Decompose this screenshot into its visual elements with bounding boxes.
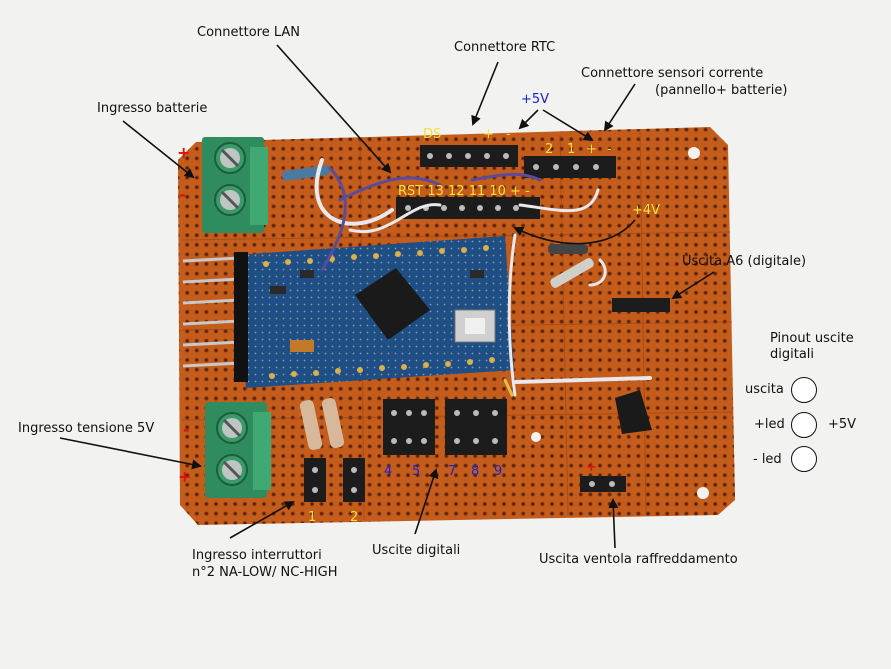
- mark-plus5v: +5V: [521, 92, 550, 107]
- mark-battery-minus: -: [179, 185, 186, 204]
- mark-out-4: 4: [384, 464, 393, 479]
- label-pinout-title: Pinout uscite: [770, 331, 854, 346]
- mark-out-8: 8: [471, 464, 480, 479]
- label-connettore-rtc: Connettore RTC: [454, 40, 556, 55]
- annotation-arrows: [59, 44, 715, 549]
- label-ingresso-interruttori-2: n°2 NA-LOW/ NC-HIGH: [192, 565, 338, 580]
- label-connettore-sensori: Connettore sensori corrente: [581, 66, 764, 81]
- label-uscita-ventola: Uscita ventola raffreddamento: [539, 552, 738, 567]
- label-ingresso-batterie: Ingresso batterie: [97, 101, 208, 116]
- mark-5v-plus: +: [178, 467, 192, 486]
- label-pinout-minus-led: - led: [753, 452, 782, 467]
- transistor: [615, 390, 652, 434]
- label-ingresso-tensione: Ingresso tensione 5V: [18, 421, 155, 436]
- mark-sens-minus: -: [607, 142, 612, 157]
- label-pinout-title-2: digitali: [770, 347, 815, 362]
- mark-plus4v: +4V: [632, 203, 661, 218]
- mark-out-9: 9: [494, 464, 503, 479]
- pinout-circle-uscita: [791, 377, 817, 403]
- mark-rtc-minus: -: [506, 127, 511, 142]
- pinout-circle-plus-led: [791, 412, 817, 438]
- arduino-pro-mini: [182, 236, 514, 388]
- mark-switch-2: 2: [350, 510, 359, 525]
- mark-rst-row: RST 13 12 11 10 + -: [398, 184, 530, 199]
- mark-sens-plus: +: [586, 142, 597, 157]
- battery-terminal-block: [202, 137, 268, 233]
- label-pinout-plus5v: +5V: [828, 417, 857, 432]
- power-terminal-block: [205, 402, 271, 498]
- label-uscite-digitali: Uscite digitali: [372, 543, 461, 558]
- mark-rtc-plus: +: [483, 127, 494, 142]
- label-pinout-uscita: uscita: [745, 382, 784, 397]
- label-pinout-plus-led: +led: [754, 417, 785, 432]
- mark-out-7: 7: [448, 464, 457, 479]
- label-ingresso-interruttori: Ingresso interruttori: [192, 548, 322, 563]
- mark-switch-1: 1: [308, 510, 317, 525]
- jumper-wires: [314, 158, 652, 397]
- mark-sens-1: 1: [567, 142, 576, 157]
- mark-5v-minus: -: [183, 420, 190, 439]
- resistors: [282, 165, 594, 450]
- mark-ds: DS: [423, 127, 442, 142]
- pinout-circle-minus-led: [791, 446, 817, 472]
- label-connettore-lan: Connettore LAN: [197, 25, 301, 40]
- mark-fan-plus: +: [586, 460, 597, 475]
- pin-headers: [304, 145, 670, 502]
- label-connettore-sensori-sub: (pannello+ batterie): [655, 83, 788, 98]
- label-uscita-a6: Uscita A6 (digitale): [682, 254, 807, 269]
- mark-battery-plus: +: [177, 143, 191, 162]
- mark-out-5: 5: [412, 464, 421, 479]
- mark-sens-2: 2: [545, 142, 554, 157]
